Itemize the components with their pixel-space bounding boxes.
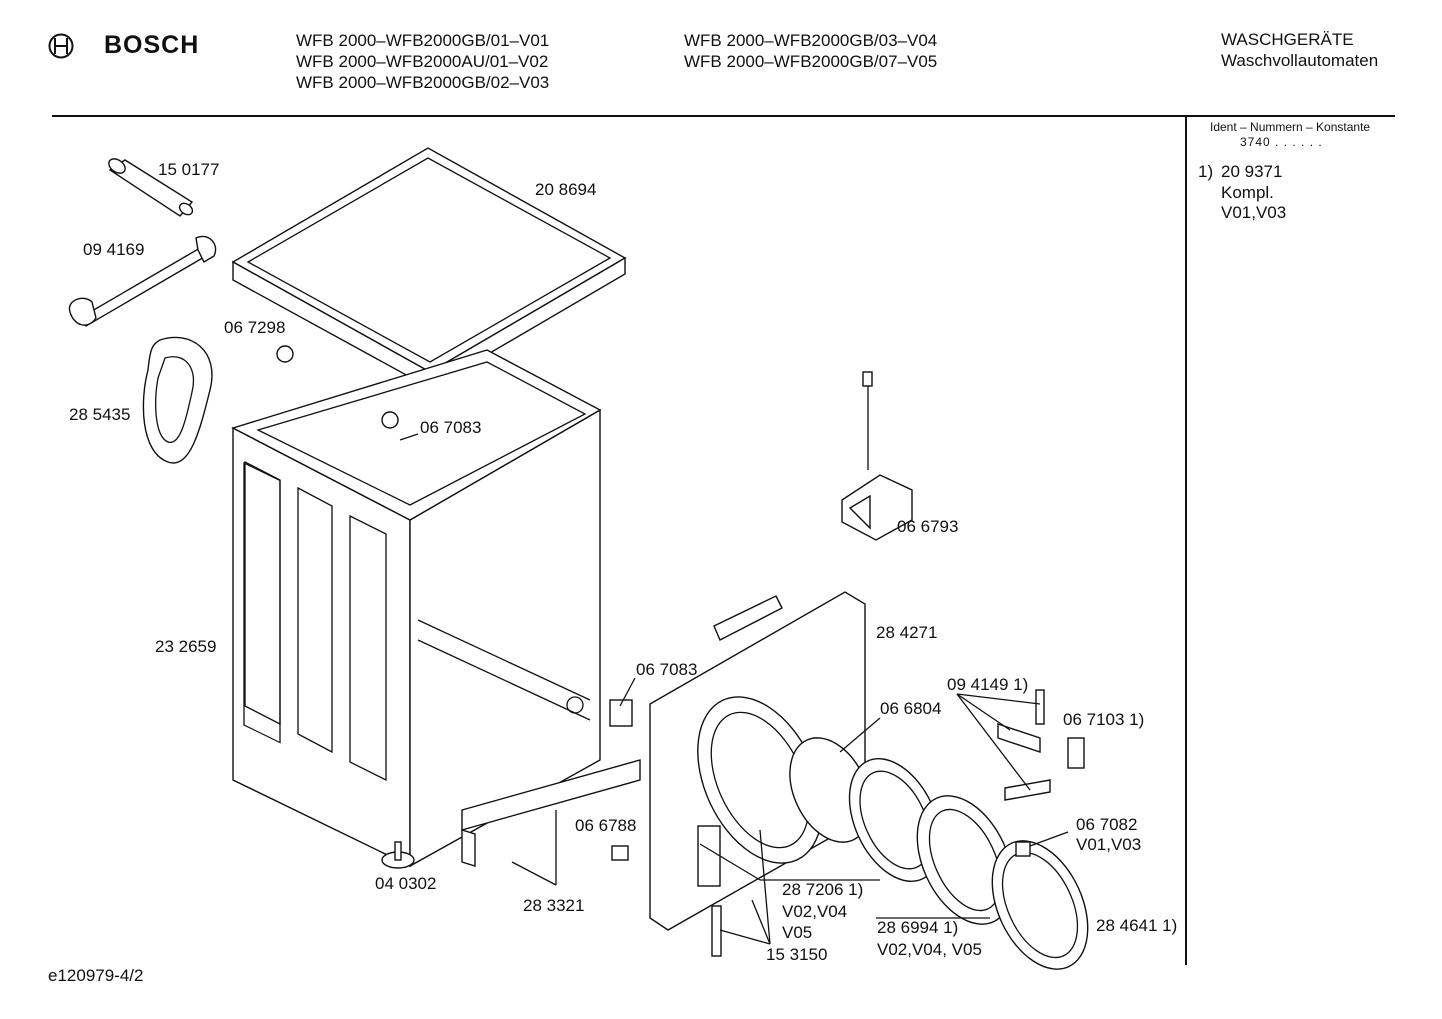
note-versions: V01,V03 <box>1221 203 1287 222</box>
part-label: V02,V04, V05 <box>877 940 982 959</box>
part-label: 04 0302 <box>375 874 437 893</box>
part-label: 28 7206 1) <box>782 880 864 899</box>
part-label: 09 4149 1) <box>947 675 1029 694</box>
category-block: WASCHGERÄTE Waschvollautomaten <box>1221 29 1378 71</box>
part-label: 06 6804 <box>880 699 942 718</box>
model-line: WFB 2000–WFB2000GB/01–V01 <box>296 31 550 50</box>
part-label: 28 4641 1) <box>1096 916 1178 935</box>
model-line: WFB 2000–WFB2000GB/03–V04 <box>684 31 938 50</box>
part-label: 28 3321 <box>523 896 585 915</box>
category-subtitle: Waschvollautomaten <box>1221 51 1379 70</box>
door-gasket-icon <box>142 336 213 464</box>
part-label: 06 7082 <box>1076 815 1138 834</box>
door-ring-icon <box>789 737 1089 970</box>
model-list-2: WFB 2000–WFB2000GB/03–V04 WFB 2000–WFB20… <box>684 30 937 72</box>
bosch-logo-icon <box>48 33 74 59</box>
part-label: 15 3150 <box>766 945 828 964</box>
part-label: V02,V04 <box>782 902 848 921</box>
clip-icon <box>276 345 294 363</box>
ident-title: Ident – Nummern – Konstante <box>1210 120 1371 134</box>
door-lock-icon <box>841 371 913 541</box>
part-label: 28 5435 <box>69 405 131 424</box>
part-label: 20 8694 <box>535 180 597 199</box>
part-label: 23 2659 <box>155 637 217 656</box>
part-label: 15 0177 <box>158 160 220 179</box>
part-label: 28 4271 <box>876 623 938 642</box>
brand-name: BOSCH <box>104 31 200 59</box>
part-label: 06 6788 <box>575 816 637 835</box>
ident-value: 3740 . . . . . . <box>1240 135 1323 149</box>
part-label: 06 7083 <box>636 660 698 679</box>
part-label: 06 6793 <box>897 517 959 536</box>
model-list-1: WFB 2000–WFB2000GB/01–V01 WFB 2000–WFB20… <box>296 30 549 93</box>
note-part-number: 20 9371 <box>1221 162 1283 181</box>
part-label: 28 6994 1) <box>877 918 959 937</box>
foot-icon <box>381 841 415 869</box>
model-line: WFB 2000–WFB2000GB/02–V03 <box>296 73 550 92</box>
drawing-id: e120979-4/2 <box>48 966 144 985</box>
bottom-rail-icon <box>461 759 641 867</box>
part-label: 06 7083 <box>420 418 482 437</box>
note-number: 1) <box>1198 162 1214 181</box>
hose-icon <box>108 158 194 217</box>
category-title: WASCHGERÄTE <box>1221 30 1354 49</box>
part-label: V01,V03 <box>1076 835 1142 854</box>
hinge-parts-icon <box>609 689 1085 957</box>
model-line: WFB 2000–WFB2000AU/01–V02 <box>296 52 549 71</box>
part-label: 06 7103 1) <box>1063 710 1145 729</box>
cabinet-frame-icon <box>231 349 602 868</box>
part-label: 09 4169 <box>83 240 145 259</box>
leader-lines <box>399 433 1069 945</box>
model-line: WFB 2000–WFB2000GB/07–V05 <box>684 52 938 71</box>
part-label: 06 7298 <box>224 318 286 337</box>
note-description: Kompl. <box>1221 183 1274 202</box>
part-label: V05 <box>782 923 813 942</box>
wrench-icon <box>68 235 217 327</box>
